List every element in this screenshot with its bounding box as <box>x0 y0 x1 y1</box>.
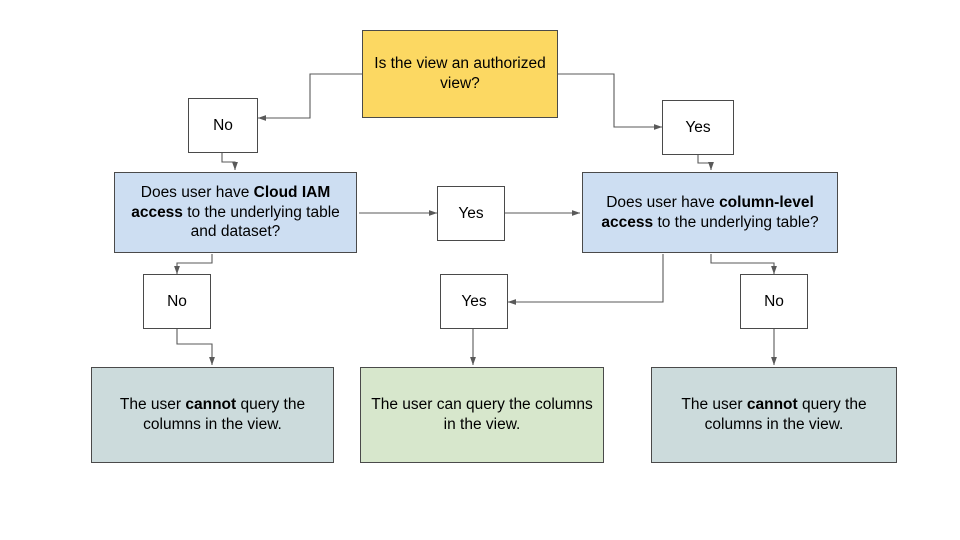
edge-column-to-yes <box>507 254 664 305</box>
outright-part-0: The user <box>681 396 747 414</box>
col-part-0: Does user have <box>606 193 720 211</box>
edge-yes-top-to-column <box>697 155 714 171</box>
iam-part-2: to the underlying table and dataset? <box>182 203 340 241</box>
label-yes-column[interactable]: Yes <box>440 274 508 329</box>
outleft-part-2: query the columns in the view. <box>143 396 306 433</box>
label-no-iam[interactable]: No <box>143 274 211 329</box>
label-yes-top-text: Yes <box>685 118 711 136</box>
outcome-middle-label: The user can query the columns in the vi… <box>371 396 593 433</box>
iam-part-0: Does user have <box>140 183 254 201</box>
edge-start-to-no-top <box>257 73 362 121</box>
outright-part-1: cannot <box>746 396 798 414</box>
decision-cloud-iam-access-label: Does user have Cloud IAM access to the u… <box>115 183 356 242</box>
start-decision-authorized-view[interactable]: Is the view an authorized view? <box>362 30 558 118</box>
label-no-top-text: No <box>213 116 233 134</box>
label-no-column-text: No <box>764 292 784 310</box>
outcome-right-cannot-query[interactable]: The user cannot query the columns in the… <box>651 367 897 463</box>
col-part-2: to the underlying table? <box>653 213 819 231</box>
iam-part-1: Cloud IAM access <box>131 183 331 221</box>
outcome-right-label: The user cannot query the columns in the… <box>652 395 896 435</box>
edge-no-top-to-iam <box>221 153 238 171</box>
outright-part-2: query the columns in the view. <box>704 396 867 433</box>
edge-column-to-no <box>710 254 777 275</box>
outcome-middle-can-query[interactable]: The user can query the columns in the vi… <box>360 367 604 463</box>
edge-no-to-outcome-left <box>176 329 215 366</box>
outleft-part-1: cannot <box>185 396 237 414</box>
outleft-part-0: The user <box>119 396 186 414</box>
label-no-column[interactable]: No <box>740 274 808 329</box>
outcome-left-cannot-query[interactable]: The user cannot query the columns in the… <box>91 367 334 463</box>
decision-column-level-access-label: Does user have column-level access to th… <box>583 193 837 233</box>
label-yes-middle-text: Yes <box>458 204 484 222</box>
outcome-left-label: The user cannot query the columns in the… <box>92 395 333 435</box>
label-no-top[interactable]: No <box>188 98 258 153</box>
col-part-1: column-level access <box>601 193 814 231</box>
label-yes-middle[interactable]: Yes <box>437 186 505 241</box>
start-decision-label: Is the view an authorized view? <box>374 55 546 92</box>
label-yes-column-text: Yes <box>461 292 487 310</box>
decision-cloud-iam-access[interactable]: Does user have Cloud IAM access to the u… <box>114 172 357 253</box>
label-no-iam-text: No <box>167 292 187 310</box>
edge-iam-to-no <box>174 254 213 275</box>
edge-start-to-yes-top <box>558 73 663 130</box>
label-yes-top[interactable]: Yes <box>662 100 734 155</box>
decision-column-level-access[interactable]: Does user have column-level access to th… <box>582 172 838 253</box>
